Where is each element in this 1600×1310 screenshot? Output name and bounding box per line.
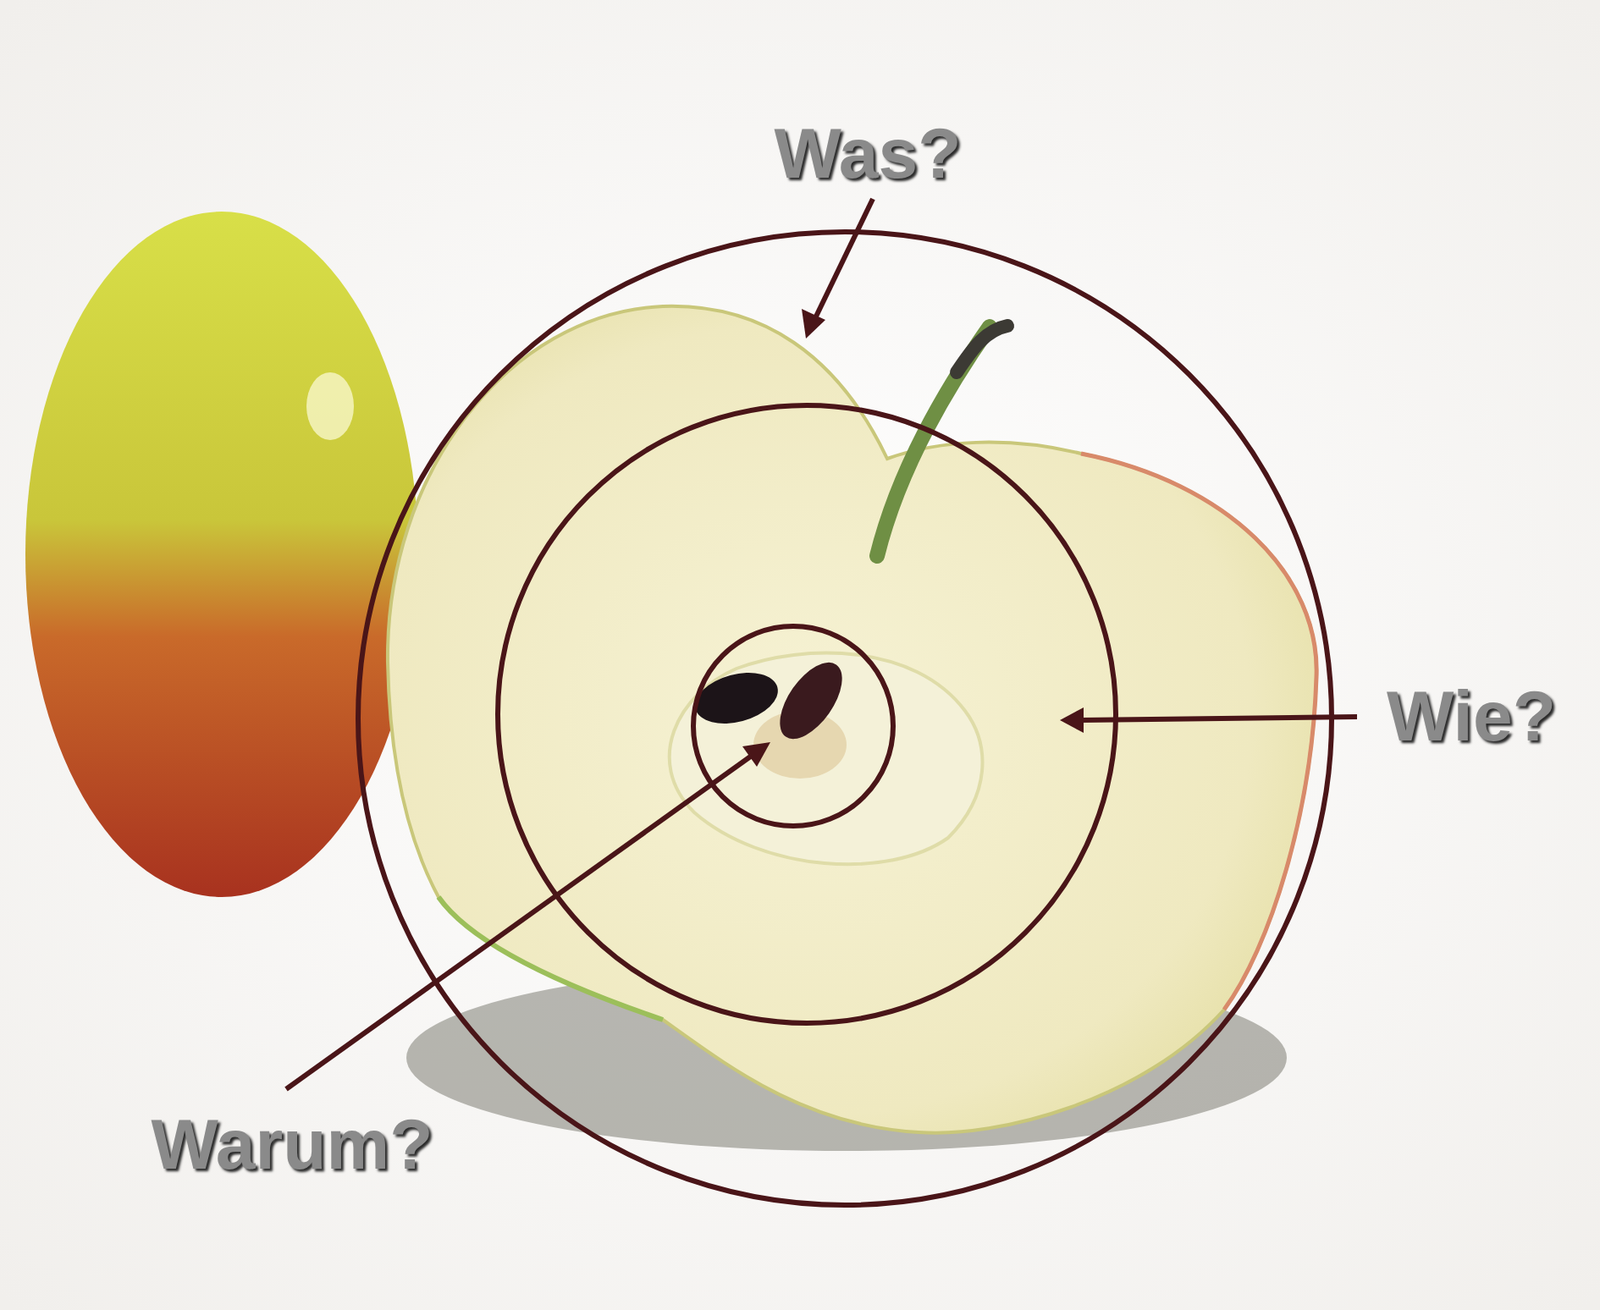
apple-seed [689, 664, 784, 733]
leader-line [286, 753, 756, 1090]
inner-circle [693, 626, 894, 827]
middle-circle [497, 405, 1116, 1024]
apple-stem [877, 326, 990, 557]
leader-line [814, 198, 873, 320]
apple-highlight [306, 372, 354, 441]
arrowhead [801, 308, 826, 339]
question-label: Wie? [1386, 680, 1556, 752]
question-label: Warum? [151, 1108, 434, 1181]
question-label: Was? [774, 117, 962, 189]
whole-apple [25, 211, 419, 898]
arrowhead [742, 742, 771, 767]
apple-stem [956, 325, 1008, 373]
leader-line [1080, 717, 1358, 721]
arrowhead [1059, 707, 1084, 734]
apple-seed [767, 651, 855, 750]
leader-arrows [286, 198, 1358, 1090]
